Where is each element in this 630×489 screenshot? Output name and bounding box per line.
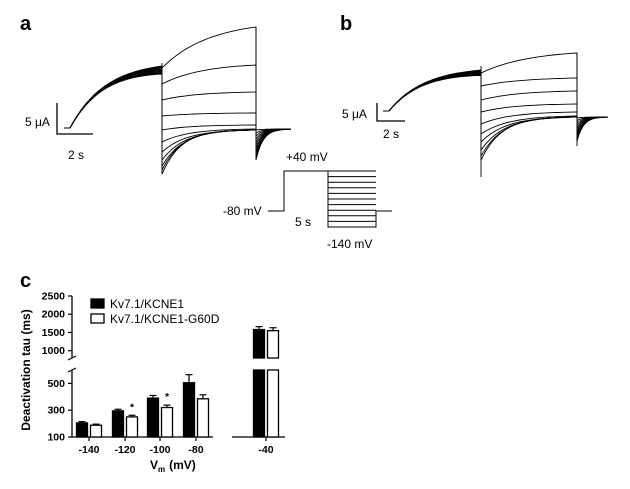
x-tick-label: -40: [258, 444, 273, 456]
x-tick-label: -120: [114, 444, 135, 456]
current-trace: [383, 70, 608, 122]
y-tick-label: 1500: [42, 327, 66, 339]
y-tick-label: 500: [47, 378, 65, 390]
svg-text:Vm(mV): Vm (mV): [150, 458, 196, 474]
x-tick-label: -80: [188, 444, 203, 456]
current-trace: [64, 69, 291, 146]
x-tick-label: -140: [78, 444, 99, 456]
current-trace: [64, 67, 291, 141]
protocol-duration-label: 5 s: [295, 215, 311, 229]
protocol-left-label: -80 mV: [223, 204, 262, 218]
current-trace: [383, 74, 608, 161]
scale-time-label-b: 2 s: [383, 127, 399, 141]
current-trace: [64, 68, 291, 144]
scale-bar-b: [376, 103, 405, 122]
axis-break-mark: [67, 367, 77, 373]
bar: [146, 397, 160, 438]
current-traces-a: [64, 26, 292, 175]
bar-break-gap: [252, 361, 282, 368]
legend-swatch: [90, 298, 105, 309]
legend-swatch: [90, 313, 105, 324]
panel-letter-a: a: [20, 13, 32, 35]
y-tick-label: 100: [47, 432, 65, 444]
bar: [75, 422, 89, 438]
bar: [160, 406, 174, 438]
scale-time-label-a: 2 s: [68, 148, 84, 162]
scale-bar-a: [56, 103, 93, 135]
panel-letter-b: b: [340, 13, 352, 35]
bar: [252, 328, 266, 438]
bar: [111, 410, 125, 438]
y-tick-label: 1000: [42, 345, 66, 357]
current-trace: [383, 73, 609, 144]
voltage-protocol: +40 mV -80 mV 5 s -140 mV: [223, 150, 392, 251]
panel-letter-c: c: [20, 270, 31, 292]
x-axis-label: Vm (mV): [150, 458, 196, 474]
current-trace: [64, 67, 292, 137]
current-trace: [383, 70, 609, 125]
protocol-steps: [268, 170, 392, 228]
x-axis-label-unit: (mV): [169, 458, 196, 472]
panel-b: b 5 μA 2 s: [340, 13, 609, 177]
y-tick-label: 2000: [42, 309, 66, 321]
bar: [196, 398, 210, 438]
current-trace: [64, 73, 292, 175]
panel-a: a 5 μA 2 s: [20, 13, 292, 175]
y-tick-label: 2500: [42, 291, 66, 303]
current-trace: [383, 52, 608, 119]
bar-chart: 100 300 500 1000 1500 2000 2500 -140 -120 -100 -80…: [42, 291, 285, 456]
scale-current-label-a: 5 μA: [25, 115, 50, 129]
legend-label: Kv7.1/KCNE1-G60D: [110, 312, 220, 326]
y-tick-label: 300: [47, 405, 65, 417]
current-trace: [64, 71, 291, 168]
current-trace: [383, 72, 608, 135]
significance-star: *: [165, 391, 170, 403]
x-axis-label-main: V: [150, 458, 158, 472]
significance-star: *: [130, 401, 135, 413]
panel-c: c 100 300 500 1000 1500 2000 2500 -140 -120 -100 -…: [19, 270, 285, 474]
protocol-top-label: +40 mV: [286, 150, 328, 164]
bar: [89, 424, 103, 438]
x-axis-label-sub: m: [158, 465, 165, 474]
y-axis-label: Deactivation tau (ms): [19, 309, 33, 430]
x-tick-label: -100: [149, 444, 170, 456]
legend-label: Kv7.1/KCNE1: [110, 297, 184, 311]
protocol-bottom-label: -140 mV: [327, 237, 372, 251]
bar: [266, 329, 280, 438]
current-trace: [383, 71, 608, 128]
current-trace: [64, 64, 291, 134]
bar: [182, 382, 196, 438]
current-trace: [383, 71, 608, 130]
axis-break-mark: [67, 355, 77, 361]
scale-current-label-b: 5 μA: [342, 107, 367, 121]
bar: [125, 416, 139, 438]
current-traces-b: [383, 52, 609, 177]
